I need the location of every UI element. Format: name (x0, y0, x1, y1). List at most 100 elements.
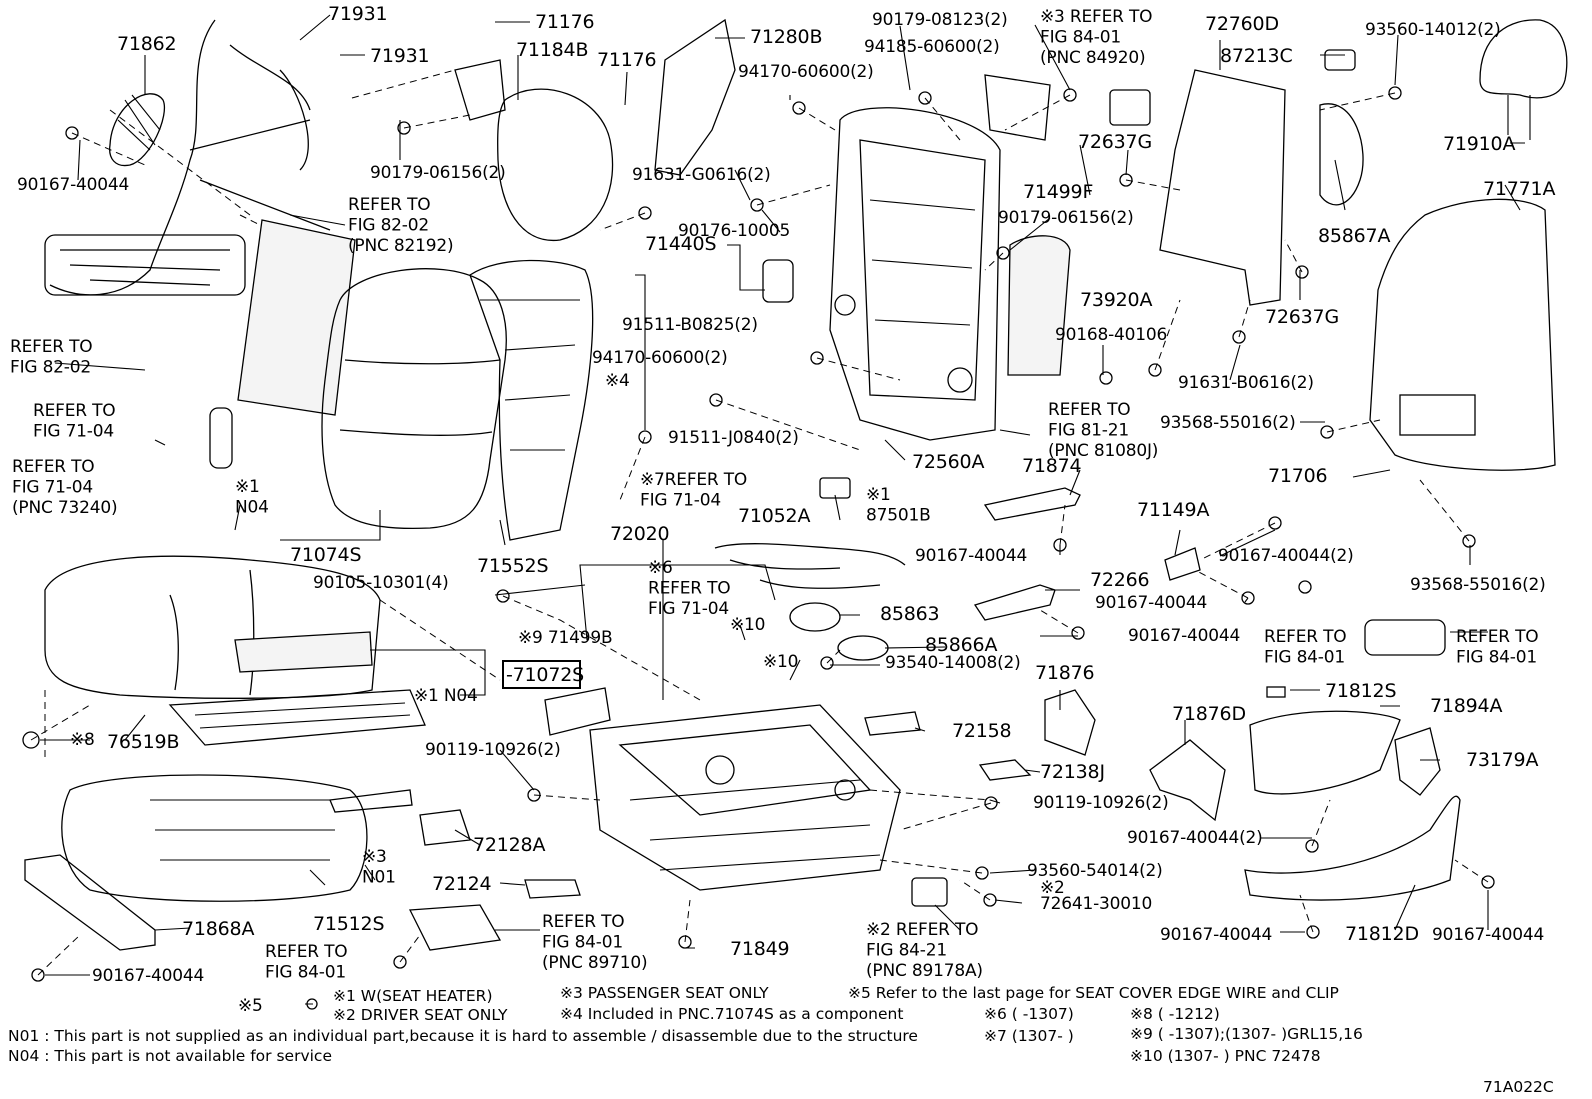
part-71812D-shape (1244, 795, 1461, 901)
label-90167-40044-g[interactable]: 90167-40044 (1160, 925, 1272, 945)
label-87213C[interactable]: 87213C (1220, 45, 1293, 67)
label-72560A[interactable]: 72560A (912, 451, 985, 473)
label-90179-06156-b[interactable]: 90179-06156(2) (998, 208, 1134, 228)
label-90167-40044-i[interactable]: 90167-40044 (92, 966, 204, 986)
label-72641-30010[interactable]: 72641-30010 (1040, 894, 1152, 914)
label-85863[interactable]: 85863 (880, 603, 940, 625)
label-91631-B0616[interactable]: 91631-B0616(2) (1178, 373, 1314, 393)
label-91511-B0825[interactable]: 91511-B0825(2) (622, 315, 758, 335)
label-72020[interactable]: 72020 (610, 523, 670, 545)
label-73179A[interactable]: 73179A (1466, 749, 1539, 771)
label-90167-40044-a[interactable]: 90167-40044 (17, 175, 129, 195)
label-90179-08123[interactable]: 90179-08123(2) (872, 10, 1008, 30)
label-x1-N04-b[interactable]: ※1 N04 (414, 686, 478, 706)
label-71862[interactable]: 71862 (117, 33, 177, 55)
label-93560-14012[interactable]: 93560-14012(2) (1365, 20, 1501, 40)
label-93568-55016-b[interactable]: 93568-55016(2) (1410, 575, 1546, 595)
label-90167-40044-c[interactable]: 90167-40044(2) (1218, 546, 1354, 566)
label-x9-71499B[interactable]: ※9 71499B (518, 628, 613, 648)
label-71074S[interactable]: 71074S (290, 544, 362, 566)
part-73179A-shape (1394, 727, 1441, 796)
label-94170-60600-b[interactable]: 94170-60600(2) (592, 348, 728, 368)
label-90167-40044-h[interactable]: 90167-40044 (1432, 925, 1544, 945)
label-71184B[interactable]: 71184B (516, 39, 588, 61)
label-93540-14008[interactable]: 93540-14008(2) (885, 653, 1021, 673)
label-90179-06156-a[interactable]: 90179-06156(2) (370, 163, 506, 183)
label-90105-10301[interactable]: 90105-10301(4) (313, 573, 449, 593)
label-72138J[interactable]: 72138J (1040, 761, 1105, 783)
label-71812D[interactable]: 71812D (1345, 923, 1419, 945)
label-93568-55016-a[interactable]: 93568-55016(2) (1160, 413, 1296, 433)
label-71440S[interactable]: 71440S (645, 233, 717, 255)
part-labels: 71862 71931 71931 71176 71184B 71176 712… (10, 3, 1556, 1016)
label-72637G-a[interactable]: 72637G (1078, 131, 1152, 153)
label-73920A[interactable]: 73920A (1080, 289, 1153, 311)
label-71931-a[interactable]: 71931 (328, 3, 388, 25)
label-90167-40044-d[interactable]: 90167-40044 (1095, 593, 1207, 613)
label-71552S[interactable]: 71552S (477, 555, 549, 577)
label-91511-J0840[interactable]: 91511-J0840(2) (668, 428, 799, 448)
label-71176-a[interactable]: 71176 (535, 11, 595, 33)
label-72124[interactable]: 72124 (432, 873, 492, 895)
label-71868A[interactable]: 71868A (182, 918, 255, 940)
label-71072S-highlighted[interactable]: -71072S (506, 664, 584, 686)
label-72760D[interactable]: 72760D (1205, 13, 1279, 35)
label-72158[interactable]: 72158 (952, 720, 1012, 742)
label-90167-40044-b[interactable]: 90167-40044 (915, 546, 1027, 566)
label-93560-54014[interactable]: 93560-54014(2) (1027, 861, 1163, 881)
label-71876[interactable]: 71876 (1035, 662, 1095, 684)
label-94185-60600[interactable]: 94185-60600(2) (864, 37, 1000, 57)
label-71771A[interactable]: 71771A (1483, 178, 1556, 200)
label-71894A[interactable]: 71894A (1430, 695, 1503, 717)
label-91631-G0616[interactable]: 91631-G0616(2) (632, 165, 771, 185)
label-90119-10926-a[interactable]: 90119-10926(2) (425, 740, 561, 760)
label-71176-b[interactable]: 71176 (597, 49, 657, 71)
label-71706[interactable]: 71706 (1268, 465, 1328, 487)
label-76519B[interactable]: 76519B (107, 731, 179, 753)
footnote-6: ※6 ( -1307) (984, 1005, 1074, 1023)
label-90176-10005[interactable]: 90176-10005 (678, 221, 790, 241)
label-71849[interactable]: 71849 (730, 938, 790, 960)
part-71910A-shape (1479, 19, 1568, 99)
label-72128A[interactable]: 72128A (473, 834, 546, 856)
label-71280B[interactable]: 71280B (750, 26, 822, 48)
label-71910A[interactable]: 71910A (1443, 133, 1516, 155)
label-71876D[interactable]: 71876D (1172, 703, 1246, 725)
label-90167-40044-f[interactable]: 90167-40044(2) (1127, 828, 1263, 848)
label-72266[interactable]: 72266 (1090, 569, 1150, 591)
footnote-7: ※7 (1307- ) (984, 1027, 1074, 1045)
label-90119-10926-b[interactable]: 90119-10926(2) (1033, 793, 1169, 813)
label-71052A[interactable]: 71052A (738, 505, 811, 527)
label-85867A[interactable]: 85867A (1318, 225, 1391, 247)
label-90168-40106[interactable]: 90168-40106 (1055, 325, 1167, 345)
label-90167-40044-e[interactable]: 90167-40044 (1128, 626, 1240, 646)
label-71874[interactable]: 71874 (1022, 455, 1082, 477)
label-94170-60600-a[interactable]: 94170-60600(2) (738, 62, 874, 82)
label-71812S[interactable]: 71812S (1325, 680, 1397, 702)
part-71074S-shape (321, 268, 507, 530)
label-72637G-b[interactable]: 72637G (1265, 306, 1339, 328)
part-76519B-shape (168, 689, 426, 746)
label-71512S[interactable]: 71512S (313, 913, 385, 935)
label-85866A[interactable]: 85866A (925, 634, 998, 656)
label-71149A[interactable]: 71149A (1137, 499, 1210, 521)
label-71499F[interactable]: 71499F (1023, 181, 1093, 203)
part-71149A-shape (1164, 547, 1201, 581)
label-71931-b[interactable]: 71931 (370, 45, 430, 67)
